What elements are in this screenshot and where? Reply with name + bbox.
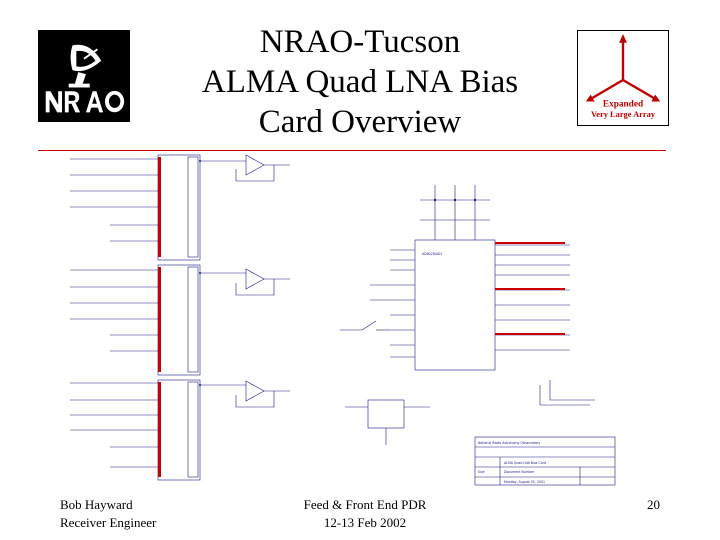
title-line-2: ALMA Quad LNA Bias [201, 64, 519, 100]
page-number: 20 [647, 497, 660, 512]
title-block-org: National Radio Astronomy Observatory [478, 441, 540, 445]
slide-title: NRAO-Tucson ALMA Quad LNA Bias Card Over… [150, 22, 570, 142]
y-array-icon: Expanded Very Large Array [585, 33, 661, 119]
radio-telescope-icon [40, 32, 128, 120]
evla-logo-line-2: Very Large Array [591, 110, 656, 119]
author-role: Receiver Engineer [60, 515, 157, 530]
footer-author: Bob Hayward Receiver Engineer [60, 496, 156, 532]
ic-label: AD8028/AD1 [422, 252, 442, 256]
event-name: Feed & Front End PDR [303, 497, 427, 512]
footer-event: Feed & Front End PDR 12-13 Feb 2002 [260, 496, 470, 532]
schematic-diagram: AD8028/AD1 National Radio Astronomy Obse… [50, 145, 675, 490]
event-dates: 12-13 Feb 2002 [323, 515, 407, 530]
author-name: Bob Hayward [60, 497, 133, 512]
title-divider [38, 150, 666, 151]
title-line-1: NRAO-Tucson [259, 24, 461, 60]
evla-logo-line-1: Expanded [603, 99, 644, 109]
title-block-number-label: Document Number [504, 470, 535, 474]
title-line-3: Card Overview [258, 104, 462, 140]
title-block-date: Monday, August 05, 2001 [504, 480, 545, 484]
title-block-doc-title: ALMA Quad LNA Bias Card [504, 461, 546, 465]
nrao-logo [38, 30, 130, 122]
evla-logo: Expanded Very Large Array [577, 30, 669, 126]
title-block-size-label: Size [478, 470, 485, 474]
schematic-svg: AD8028/AD1 National Radio Astronomy Obse… [70, 154, 616, 486]
